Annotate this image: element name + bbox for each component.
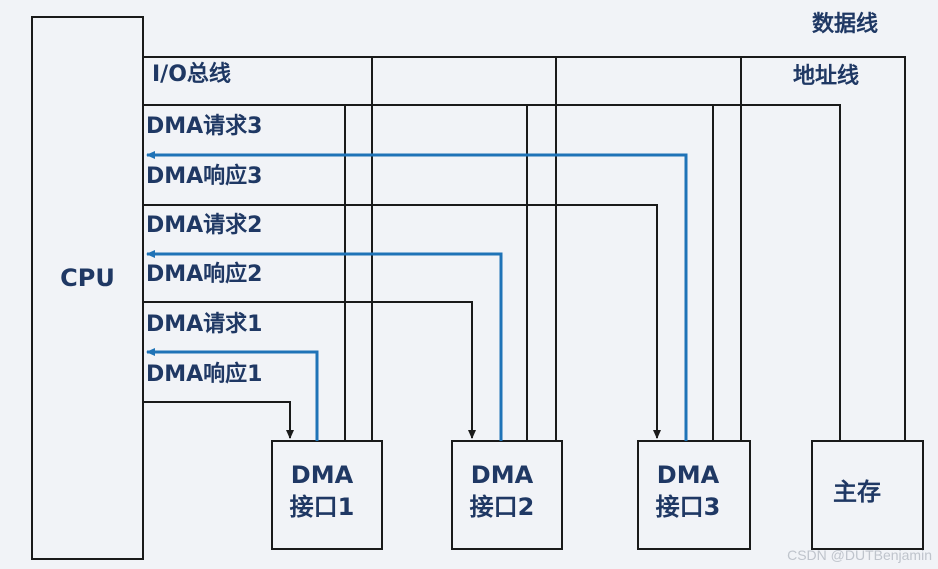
dma-request-2-label: DMA请求2 — [146, 213, 263, 238]
dma-interface-2-label: DMA 接口2 — [469, 461, 535, 521]
main-memory-label: 主存 — [833, 478, 881, 506]
data-bus-line — [143, 56, 906, 441]
dma-request-1-line — [143, 401, 294, 439]
main-memory-block — [811, 440, 924, 550]
dma-request-2-line — [143, 301, 476, 439]
cpu-label: CPU — [60, 264, 115, 292]
dma-interface-1-label: DMA 接口1 — [289, 461, 355, 521]
dma-ack-2-label: DMA响应2 — [146, 262, 263, 287]
dma-request-1-label: DMA请求1 — [146, 312, 263, 337]
dma-request-3-label: DMA请求3 — [146, 114, 263, 139]
address-bus-label: 地址线 — [793, 64, 860, 89]
watermark: CSDN @DUTBenjamin — [787, 547, 932, 563]
dma-ack-2-line — [146, 250, 503, 441]
io-bus-label: I/O总线 — [152, 62, 231, 87]
dma-ack-1-label: DMA响应1 — [146, 362, 263, 387]
dma-interface-2-block — [451, 440, 563, 550]
dma-ack-3-line — [146, 151, 688, 441]
cpu-block — [31, 16, 144, 560]
dma-request-3-line — [143, 204, 661, 439]
address-bus-line — [143, 104, 841, 441]
data-bus-label: 数据线 — [812, 12, 879, 37]
dma-interface-3-block — [637, 440, 751, 550]
dma-ack-1-line — [146, 348, 319, 441]
dma-interface-1-block — [271, 440, 383, 550]
dma-ack-3-label: DMA响应3 — [146, 164, 263, 189]
dma-interface-3-label: DMA 接口3 — [655, 461, 721, 521]
